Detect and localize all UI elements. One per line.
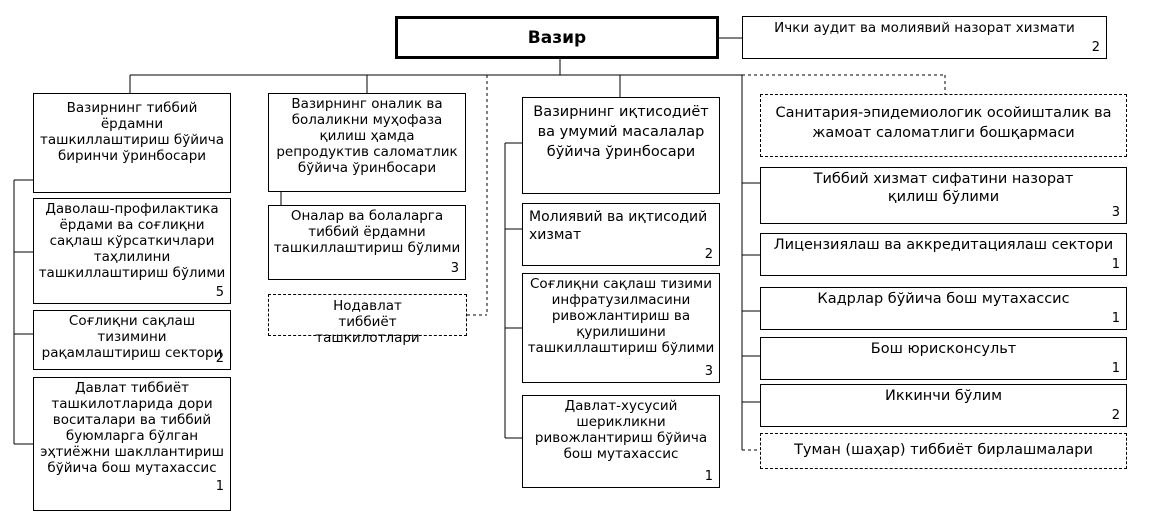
quality-control-unit: Тиббий хизмат сифатини назорат қилиш бўл… bbox=[760, 167, 1127, 224]
maternity-deputy-label: Вазирнинг оналик ва болаликни муҳофаза қ… bbox=[276, 96, 458, 176]
infrastructure-count: 3 bbox=[704, 364, 713, 379]
finance-service-label: Молиявий ва иқтисодий хизмат bbox=[529, 209, 708, 243]
chief-counsel-count: 1 bbox=[1111, 361, 1120, 376]
district-medical-box: Туман (шаҳар) тиббиёт бирлашмалари bbox=[760, 433, 1127, 469]
minister-title: Вазир bbox=[527, 27, 587, 48]
first-deputy-box: Вазирнинг тиббий ёрдамни ташкиллаштириш … bbox=[33, 93, 231, 193]
medicines-specialist-label: Давлат тиббиёт ташкилотларида дори восит… bbox=[40, 380, 224, 476]
minister-box: Вазир bbox=[395, 16, 719, 59]
finance-service-count: 2 bbox=[704, 247, 713, 262]
first-deputy-label: Вазирнинг тиббий ёрдамни ташкиллаштириш … bbox=[39, 100, 225, 164]
quality-control-count: 3 bbox=[1111, 205, 1120, 220]
audit-count: 2 bbox=[1091, 40, 1100, 55]
mother-child-unit: Оналар ва болаларга тиббий ёрдамни ташки… bbox=[268, 205, 466, 280]
ppp-specialist-count: 1 bbox=[704, 469, 713, 484]
economy-deputy-box: Вазирнинг иқтисодиёт ва умумий масалалар… bbox=[522, 97, 720, 194]
second-department-count: 2 bbox=[1111, 408, 1120, 423]
maternity-deputy-box: Вазирнинг оналик ва болаликни муҳофаза қ… bbox=[268, 93, 466, 192]
treatment-prevention-count: 5 bbox=[215, 285, 224, 300]
ppp-specialist-label: Давлат-хусусий шерикликни ривожлантириш … bbox=[534, 398, 708, 462]
medicines-specialist: Давлат тиббиёт ташкилотларида дори восит… bbox=[33, 377, 231, 511]
mother-child-label: Оналар ва болаларга тиббий ёрдамни ташки… bbox=[273, 208, 461, 256]
finance-service-box: Молиявий ва иқтисодий хизмат 2 bbox=[522, 203, 720, 266]
second-department-box: Иккинчи бўлим 2 bbox=[760, 384, 1127, 427]
mother-child-count: 3 bbox=[450, 261, 459, 276]
digitalization-label: Соғлиқни сақлаш тизимини рақамлаштириш с… bbox=[41, 313, 223, 361]
treatment-prevention-label: Даволаш-профилактика ёрдами ва соғлиқни … bbox=[38, 201, 226, 281]
sanitary-epidemiological-label: Санитария-эпидемиологик осойишталик ва ж… bbox=[775, 105, 1112, 141]
ngo-medical-box: Нодавлат тиббиёт ташкилотлари bbox=[268, 294, 467, 346]
digitalization-sector: Соғлиқни сақлаш тизимини рақамлаштириш с… bbox=[33, 310, 231, 370]
second-department-label: Иккинчи бўлим bbox=[884, 388, 1003, 404]
licensing-sector: Лицензиялаш ва аккредитациялаш сектори 1 bbox=[760, 233, 1127, 276]
economy-deputy-label: Вазирнинг иқтисодиёт ва умумий масалалар… bbox=[533, 104, 709, 160]
medicines-specialist-count: 1 bbox=[215, 479, 224, 494]
hr-specialist-box: Кадрлар бўйича бош мутахассис 1 bbox=[760, 287, 1127, 330]
audit-box: Ички аудит ва молиявий назорат хизмати 2 bbox=[742, 16, 1107, 59]
district-medical-label: Туман (шаҳар) тиббиёт бирлашмалари bbox=[794, 442, 1093, 458]
digitalization-count: 2 bbox=[215, 351, 224, 366]
hr-specialist-count: 1 bbox=[1111, 311, 1120, 326]
quality-control-label: Тиббий хизмат сифатини назорат қилиш бўл… bbox=[813, 171, 1074, 205]
sanitary-epidemiological-box: Санитария-эпидемиологик осойишталик ва ж… bbox=[760, 94, 1127, 157]
chief-counsel-label: Бош юрисконсульт bbox=[870, 341, 1017, 357]
ppp-specialist-box: Давлат-хусусий шерикликни ривожлантириш … bbox=[522, 395, 720, 488]
chief-counsel-box: Бош юрисконсульт 1 bbox=[760, 337, 1127, 380]
audit-label: Ички аудит ва молиявий назорат хизмати bbox=[774, 20, 1075, 36]
licensing-label: Лицензиялаш ва аккредитациялаш сектори bbox=[773, 237, 1114, 253]
treatment-prevention-unit: Даволаш-профилактика ёрдами ва соғлиқни … bbox=[33, 198, 231, 304]
ngo-medical-label: Нодавлат тиббиёт ташкилотлари bbox=[315, 298, 420, 346]
licensing-count: 1 bbox=[1111, 257, 1120, 272]
infrastructure-unit: Соғлиқни сақлаш тизими инфратузилмасини … bbox=[522, 273, 720, 383]
hr-specialist-label: Кадрлар бўйича бош мутахассис bbox=[817, 291, 1070, 307]
infrastructure-label: Соғлиқни сақлаш тизими инфратузилмасини … bbox=[527, 276, 715, 356]
